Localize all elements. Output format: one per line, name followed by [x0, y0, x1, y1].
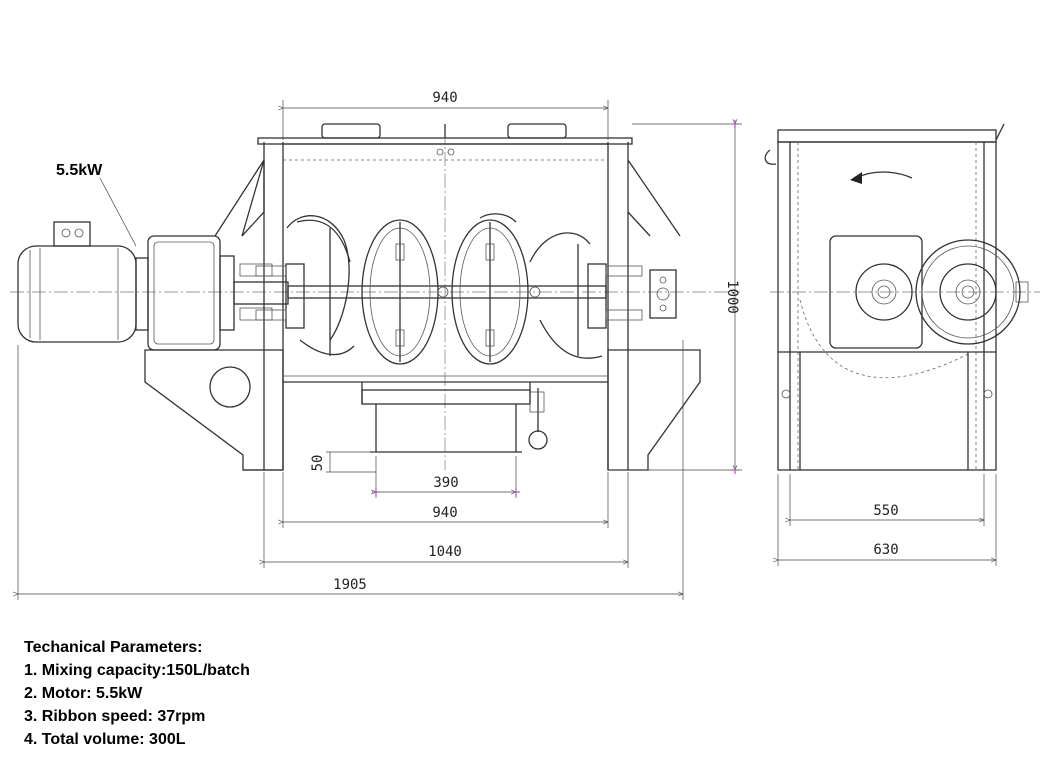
shaft [255, 263, 677, 329]
dim-trough-940: 940 [432, 505, 457, 521]
parameter-item-mixing-capacity: 1. Mixing capacity:150L/batch [24, 662, 250, 679]
parameter-item-ribbon-speed: 3. Ribbon speed: 37rpm [24, 708, 206, 725]
dim-top-940: 940 [432, 90, 457, 106]
motor [17, 221, 149, 343]
frame [144, 142, 701, 471]
dim-outlet-390: 390 [433, 475, 458, 491]
dim-height-1000: 1000 [724, 280, 740, 314]
motor-power-label: 5.5kW [56, 162, 103, 179]
rotation-arrow [850, 171, 913, 184]
technical-parameters: Techanical Parameters: 1. Mixing capacit… [24, 636, 250, 751]
dim-50: 50 [310, 455, 326, 472]
ribbon-agitator [286, 213, 603, 365]
front-dimensions: 940 1000 50 390 [18, 90, 742, 600]
dim-side-550: 550 [873, 503, 898, 519]
side-body [764, 123, 1005, 471]
parameters-heading: Techanical Parameters: [24, 639, 203, 656]
dim-frame-1040: 1040 [428, 544, 462, 560]
discharge-outlet [361, 382, 548, 453]
dim-side-630: 630 [873, 542, 898, 558]
dim-overall-1905: 1905 [333, 577, 367, 593]
front-view: 940 1000 50 390 [10, 90, 742, 600]
side-motor-flange [915, 239, 1029, 345]
parameter-item-total-volume: 4. Total volume: 300L [24, 731, 186, 748]
side-view: 550 630 [764, 123, 1040, 566]
ribbon-mixer-drawing: 940 1000 50 390 [10, 90, 1040, 600]
side-dimensions: 550 630 [778, 474, 996, 566]
trough [257, 123, 633, 383]
parameter-item-motor: 2. Motor: 5.5kW [24, 685, 143, 702]
gear-reducer [147, 235, 289, 351]
